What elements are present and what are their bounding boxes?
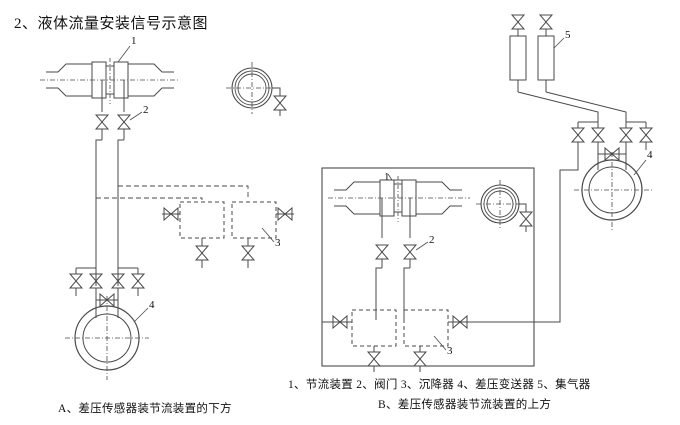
callout-label-4-a: 4 <box>149 299 155 311</box>
settler-left-b <box>351 309 397 347</box>
valve-pair-a <box>95 114 131 150</box>
diagram-b-frame <box>321 167 535 367</box>
valve-pair-b <box>375 244 417 280</box>
gas-collectors-b <box>509 14 555 92</box>
callout-label-3-a: 3 <box>275 237 281 249</box>
orifice-device-a <box>40 58 180 112</box>
settler-side-valves-b <box>328 315 474 329</box>
callout-settler-a: 3 <box>261 227 281 249</box>
settler-branches-a <box>96 185 249 200</box>
callout-label-5-b: 5 <box>565 29 571 41</box>
legend-line: 1、节流装置 2、阀门 3、沉降器 4、差压变送器 5、集气器 <box>288 379 591 391</box>
settler-drain-valves-a <box>195 238 255 268</box>
settler-side-valves-a <box>162 207 294 221</box>
diagram-b: 5 <box>321 14 653 372</box>
transmitter-b <box>574 152 652 230</box>
page-title: 2、液体流量安装信号示意图 <box>14 16 209 32</box>
callout-label-3-b: 3 <box>447 345 453 357</box>
callout-gas-collector-b: 5 <box>553 29 571 49</box>
caption-b: B、差压传感器装节流装置的上方 <box>378 399 552 411</box>
callout-label-4-b: 4 <box>647 149 653 161</box>
callout-settler-b: 3 <box>433 335 453 357</box>
settler-to-manifold-b <box>474 150 579 323</box>
manifold-b <box>571 121 653 170</box>
callout-label-2-b: 2 <box>429 234 435 246</box>
callout-transmitter-a: 4 <box>133 299 155 323</box>
settler-right-b <box>403 309 449 347</box>
collector-routing-b <box>517 91 627 122</box>
callout-orifice-b: 1 <box>384 171 404 183</box>
orifice-device-b <box>328 176 470 238</box>
callout-label-1-a: 1 <box>131 35 137 47</box>
diagram-a: 1 2 <box>40 35 294 380</box>
gauge-ring-a <box>226 62 287 116</box>
settler-right-a <box>231 201 277 239</box>
transmitter-a <box>65 296 149 380</box>
callout-orifice-a: 1 <box>117 35 137 63</box>
impulse-lines-a <box>95 150 119 286</box>
callout-label-2-a: 2 <box>143 104 149 116</box>
callout-valve-b: 2 <box>415 234 435 251</box>
impulse-lines-b <box>375 280 405 320</box>
settler-drain-valves-b <box>367 346 427 372</box>
caption-a: A、差压传感器装节流装置的下方 <box>58 403 232 415</box>
settler-left-a <box>179 201 225 239</box>
callout-transmitter-b: 4 <box>633 149 653 176</box>
callout-valve-a: 2 <box>129 104 149 121</box>
gauge-ring-b <box>476 180 533 232</box>
callout-label-1-b: 1 <box>384 171 390 183</box>
